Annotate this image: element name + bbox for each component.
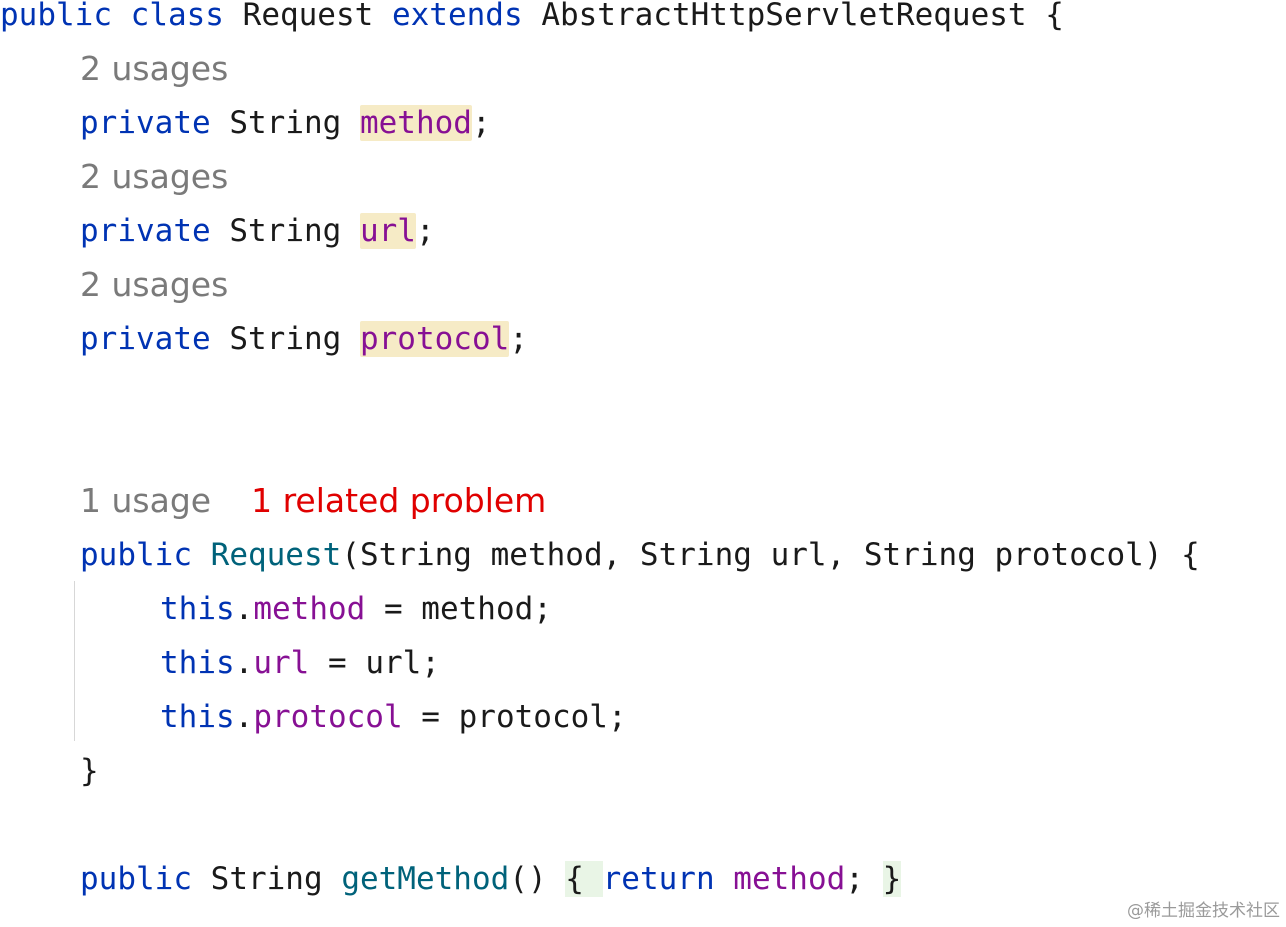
field-declaration-line: private String url;: [80, 204, 435, 258]
usages-hint[interactable]: 1 usage: [80, 481, 212, 520]
dot: .: [234, 645, 254, 681]
assignment-rhs: = url;: [309, 645, 440, 681]
field-name: protocol: [359, 321, 510, 357]
keyword: extends: [391, 0, 523, 33]
related-problem-hint[interactable]: 1 related problem: [251, 481, 547, 520]
superclass-name: AbstractHttpServletRequest: [541, 0, 1027, 33]
constructor-name: Request: [210, 537, 342, 573]
parentheses: (): [509, 861, 547, 897]
keyword: class: [130, 0, 224, 33]
indent-guide: [74, 581, 75, 741]
field-name: method: [359, 105, 472, 141]
method-name: getMethod: [341, 861, 510, 897]
type-name: String: [210, 861, 323, 897]
folded-close-brace[interactable]: }: [882, 861, 902, 897]
constructor-closing-line: }: [80, 744, 99, 798]
open-brace: {: [1045, 0, 1064, 33]
assignment-rhs: = method;: [365, 591, 552, 627]
class-declaration-line: public class Request extends AbstractHtt…: [0, 0, 1064, 42]
keyword: this: [160, 591, 235, 627]
keyword: public: [80, 537, 192, 573]
keyword: private: [80, 321, 211, 357]
semicolon: ;: [471, 105, 491, 141]
parameter-list: (String method, String url, String proto…: [341, 537, 1200, 573]
type-name: String: [229, 213, 342, 249]
field-declaration-line: private String protocol;: [80, 312, 528, 366]
keyword: this: [160, 645, 235, 681]
field-name: url: [253, 645, 310, 681]
open-brace: {: [565, 861, 584, 897]
semicolon: ;: [415, 213, 435, 249]
assignment-line: this.url = url;: [160, 636, 440, 690]
semicolon: ;: [845, 861, 864, 897]
usages-hint[interactable]: 2 usages: [80, 157, 229, 196]
keyword: private: [80, 105, 211, 141]
class-name: Request: [242, 0, 374, 33]
folded-open-brace[interactable]: {: [565, 861, 603, 897]
constructor-hints: 1 usage 1 related problem: [80, 474, 546, 528]
keyword: public: [0, 0, 112, 33]
dot: .: [234, 699, 254, 735]
keyword: return: [602, 861, 715, 897]
field-name: method: [733, 861, 846, 897]
field-name: method: [253, 591, 366, 627]
watermark: @稀土掘金技术社区: [1127, 901, 1280, 921]
getter-line: public String getMethod() { return metho…: [80, 852, 902, 906]
assignment-line: this.method = method;: [160, 582, 552, 636]
assignment-rhs: = protocol;: [402, 699, 627, 735]
usages-hint[interactable]: 2 usages: [80, 49, 229, 88]
keyword: private: [80, 213, 211, 249]
keyword: this: [160, 699, 235, 735]
dot: .: [234, 591, 254, 627]
field-declaration-line: private String method;: [80, 96, 491, 150]
usages-hint[interactable]: 2 usages: [80, 265, 229, 304]
assignment-line: this.protocol = protocol;: [160, 690, 627, 744]
constructor-signature-line: public Request(String method, String url…: [80, 528, 1200, 582]
keyword: public: [80, 861, 192, 897]
field-name: protocol: [253, 699, 403, 735]
type-name: String: [229, 105, 342, 141]
type-name: String: [229, 321, 342, 357]
field-name: url: [359, 213, 416, 249]
close-brace: }: [80, 753, 99, 789]
semicolon: ;: [509, 321, 528, 357]
